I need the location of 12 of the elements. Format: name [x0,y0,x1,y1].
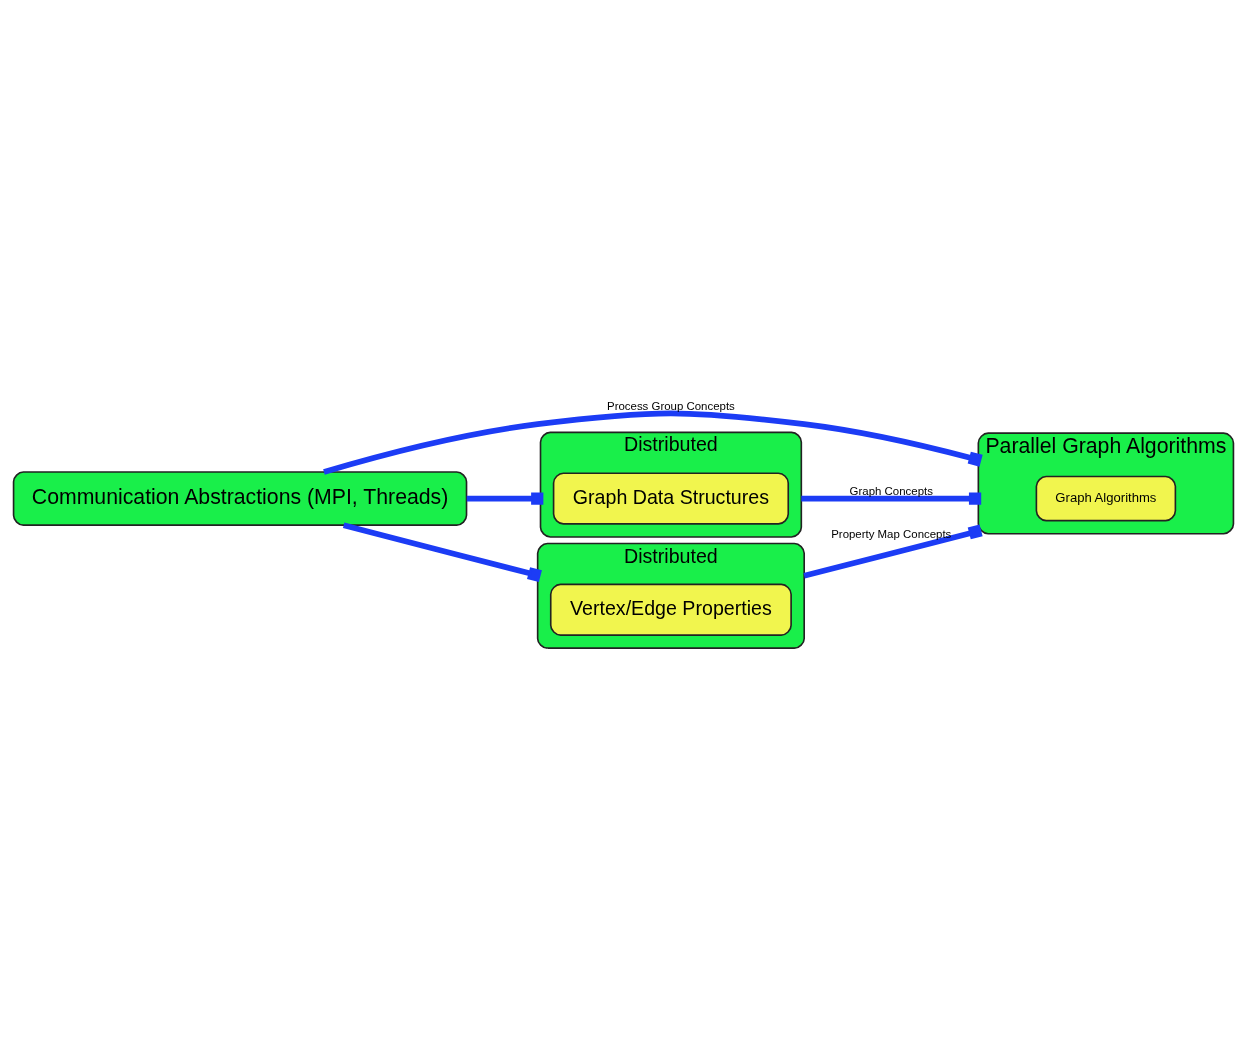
node-box: Communication Abstractions (MPI, Threads) [12,470,468,526]
connector [342,521,542,582]
edge-label: Graph Concepts [849,484,933,497]
node-box: Graph Algorithms [1035,475,1177,521]
edge-label: Process Group Concepts [607,399,735,412]
edge-label: Property Map Concepts [831,527,952,540]
connector [803,523,983,579]
node-box: Vertex/Edge Properties [549,583,792,636]
connector [801,491,982,505]
connector [323,410,983,475]
node-box: Graph Data Structures [552,471,790,525]
connector [466,491,544,505]
